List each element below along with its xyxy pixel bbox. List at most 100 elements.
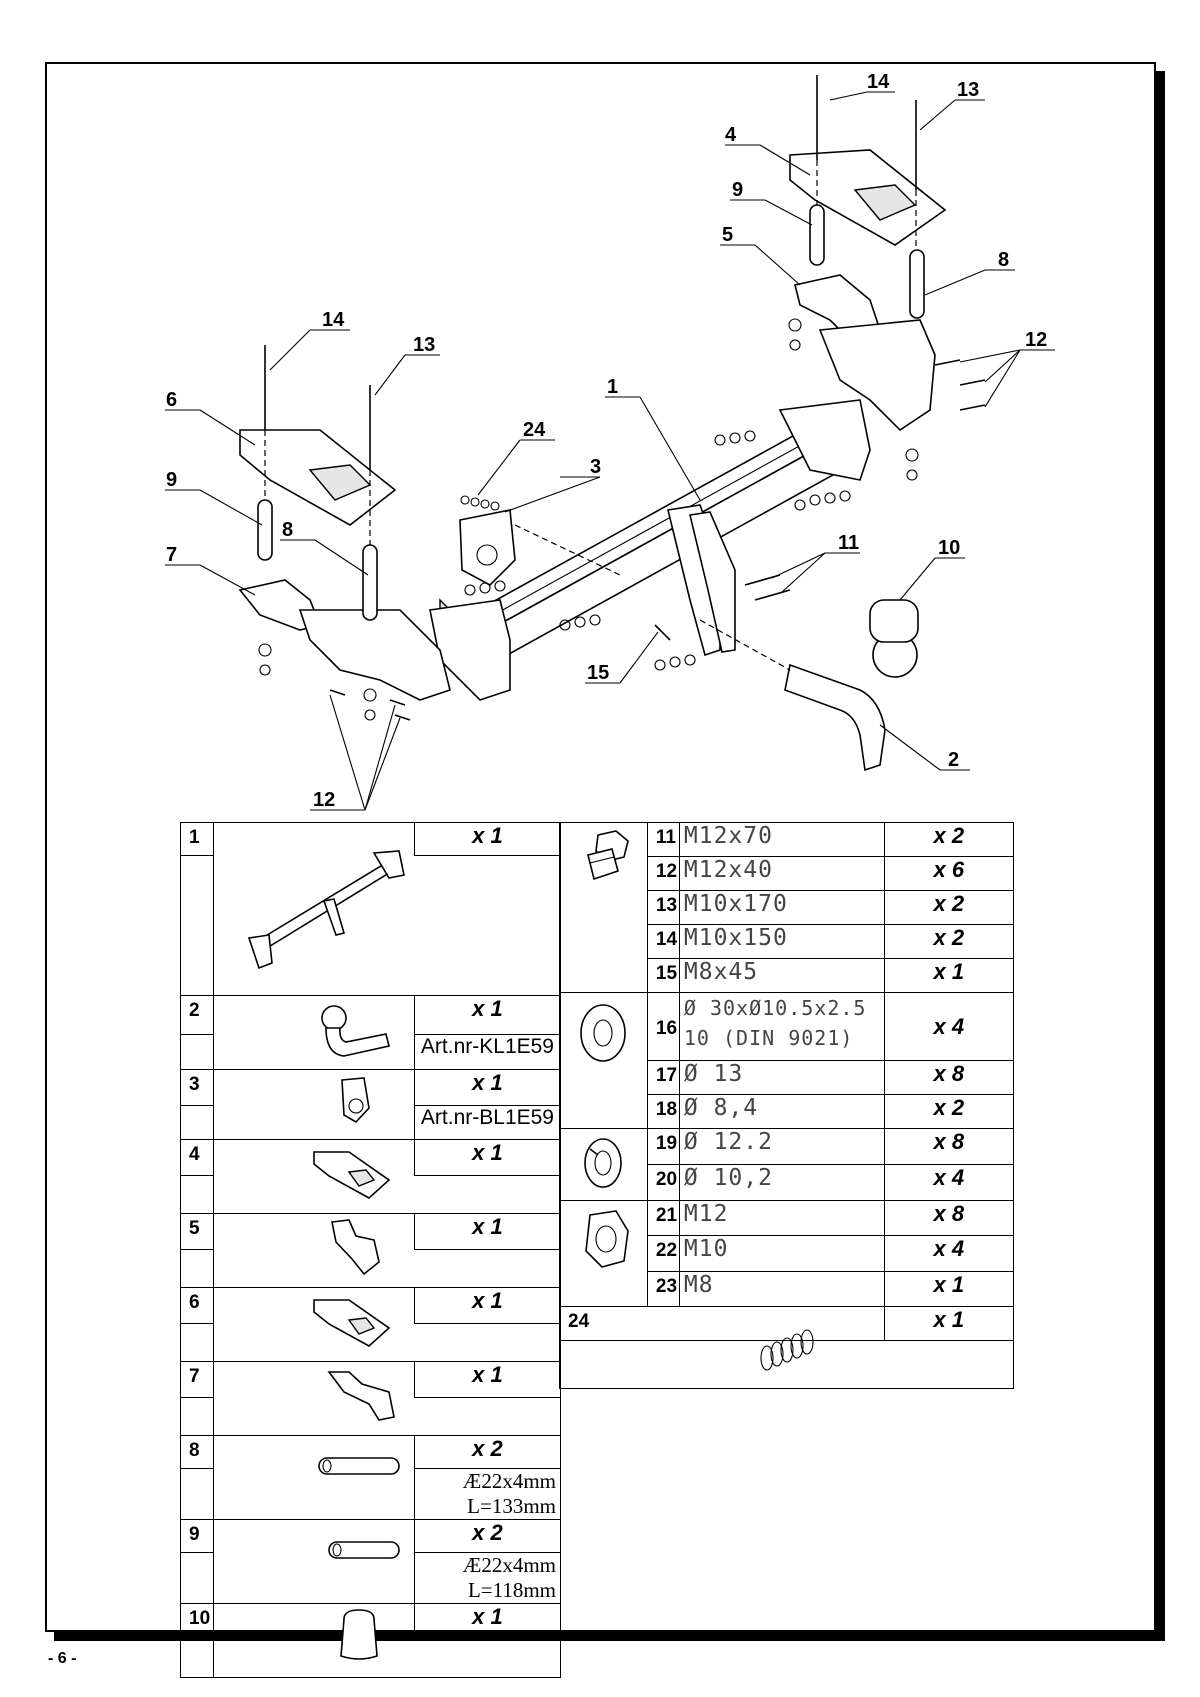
exploded-diagram: 14 13 4 9 5 8 12 14 13 6 1 24 3 9 8 7 11… xyxy=(165,71,1055,811)
part-number: 20 xyxy=(646,1164,680,1201)
part-spec: M12x70 xyxy=(678,822,885,857)
callout-14-left: 14 xyxy=(322,309,345,331)
washer-icon xyxy=(580,1004,627,1062)
part-qty: x 8 xyxy=(883,1199,1015,1237)
part-qty: x 8 xyxy=(883,1128,1015,1165)
callout-13-right: 13 xyxy=(957,79,979,101)
spacer-tubes xyxy=(257,204,925,621)
cross-beam xyxy=(429,399,871,701)
part-qty: x 1 xyxy=(883,1306,1015,1341)
cross-beam-thumbnail xyxy=(247,850,405,970)
callout-2: 2 xyxy=(948,749,959,771)
part-qty: x 6 xyxy=(883,856,1015,891)
part-spec: M10x150 xyxy=(678,924,885,959)
part-number: 2 xyxy=(180,995,214,1035)
part-qty: x 2 xyxy=(883,924,1015,959)
ball-cover-thumbnail xyxy=(340,1609,378,1660)
tube-dimension: Æ22x4mm L=118mm xyxy=(413,1552,562,1604)
callout-11: 11 xyxy=(838,532,859,554)
page-number: - 6 - xyxy=(48,1650,77,1667)
part-number: 3 xyxy=(180,1068,214,1107)
callout-24: 24 xyxy=(523,419,546,441)
part-number: 22 xyxy=(646,1235,680,1272)
tube-dimension: Æ22x4mm L=133mm xyxy=(413,1468,562,1520)
spring-icon xyxy=(759,1329,814,1371)
part-image-cell xyxy=(212,822,415,996)
part-spec: M12x40 xyxy=(678,856,885,891)
part-number: 4 xyxy=(180,1139,214,1176)
part-qty: x 2 xyxy=(413,1519,562,1553)
parts-table-left: 1 x 1 2 x 1 Art.nr-KL1E59 3 x 1 Art.nr-B… xyxy=(180,822,562,1679)
part-number: 17 xyxy=(646,1060,680,1095)
leader-lines xyxy=(165,91,1055,811)
part-number: 13 xyxy=(646,890,680,925)
plate-thumbnail xyxy=(313,1299,391,1347)
part-qty: x 1 xyxy=(413,1068,562,1107)
tow-ball xyxy=(699,599,919,772)
part-number: 24 xyxy=(559,1306,885,1341)
part-number: 5 xyxy=(180,1213,214,1250)
part-qty: x 1 xyxy=(413,995,562,1035)
tow-ball-thumbnail xyxy=(321,1005,390,1057)
part-qty: x 1 xyxy=(413,1213,562,1250)
callout-13-left: 13 xyxy=(413,334,435,356)
callout-15: 15 xyxy=(587,662,609,684)
part-qty: x 4 xyxy=(883,1235,1015,1272)
tube-thumbnail xyxy=(318,1457,400,1475)
part-spec: Ø 10,2 xyxy=(678,1164,885,1201)
part-number: 9 xyxy=(180,1519,214,1553)
part-qty: x 1 xyxy=(883,1270,1015,1308)
part-qty: x 1 xyxy=(413,1361,562,1398)
part-qty: x 4 xyxy=(883,1164,1015,1201)
long-bolts xyxy=(264,75,917,545)
callout-8-right: 8 xyxy=(998,249,1009,271)
hardware-nuts xyxy=(258,318,919,721)
part-qty: x 4 xyxy=(883,992,1015,1061)
spring-washer-icon xyxy=(584,1138,623,1188)
part-number: 18 xyxy=(646,1094,680,1129)
spring-washer-icon-cell xyxy=(559,1128,648,1201)
part-spec: Ø 8,4 xyxy=(678,1094,885,1129)
article-number: Art.nr-BL1E59 xyxy=(413,1105,562,1140)
part-qty: x 1 xyxy=(883,958,1015,993)
callout-12-right: 12 xyxy=(1025,329,1047,351)
callout-1: 1 xyxy=(607,376,618,398)
part-number: 19 xyxy=(646,1128,680,1165)
part-number: 10 xyxy=(180,1603,214,1640)
socket-bracket-thumbnail xyxy=(341,1077,370,1124)
part-number: 8 xyxy=(180,1435,214,1469)
part-qty: x 1 xyxy=(413,1603,562,1640)
part-number: 15 xyxy=(646,958,680,993)
washer-icon-cell xyxy=(559,992,648,1129)
part-number: 16 xyxy=(646,992,680,1061)
part-qty: x 2 xyxy=(883,822,1015,857)
article-number: Art.nr-KL1E59 xyxy=(413,1033,562,1071)
bracket-thumbnail xyxy=(327,1371,395,1421)
washer-spec-line2: 10 (DIN 9021) xyxy=(683,1026,854,1050)
bracket-left xyxy=(238,579,451,701)
bracket-right xyxy=(794,274,936,432)
part-spec: Ø 13 xyxy=(678,1060,885,1095)
callout-6: 6 xyxy=(166,389,177,411)
spring-icon-cell xyxy=(559,1329,1014,1389)
part-qty: x 2 xyxy=(413,1435,562,1469)
nut-icon xyxy=(585,1210,630,1268)
plate-top-right xyxy=(789,149,947,246)
callout-9-right: 9 xyxy=(732,179,743,201)
part-qty: x 1 xyxy=(413,1287,562,1324)
plate-thumbnail xyxy=(313,1151,391,1199)
part-spec: M10 xyxy=(678,1235,885,1272)
callout-7: 7 xyxy=(166,544,177,566)
callout-5: 5 xyxy=(722,224,733,246)
bolt-icon-cell xyxy=(559,822,648,993)
tube-thumbnail xyxy=(328,1541,400,1559)
part-number: 21 xyxy=(646,1199,680,1237)
part-number: 12 xyxy=(646,856,680,891)
callout-4: 4 xyxy=(725,124,737,146)
part-spec: Ø 12.2 xyxy=(678,1128,885,1165)
nut-icon-cell xyxy=(559,1200,648,1307)
part-qty: x 2 xyxy=(883,1094,1015,1129)
part-number: 1 xyxy=(180,822,214,856)
